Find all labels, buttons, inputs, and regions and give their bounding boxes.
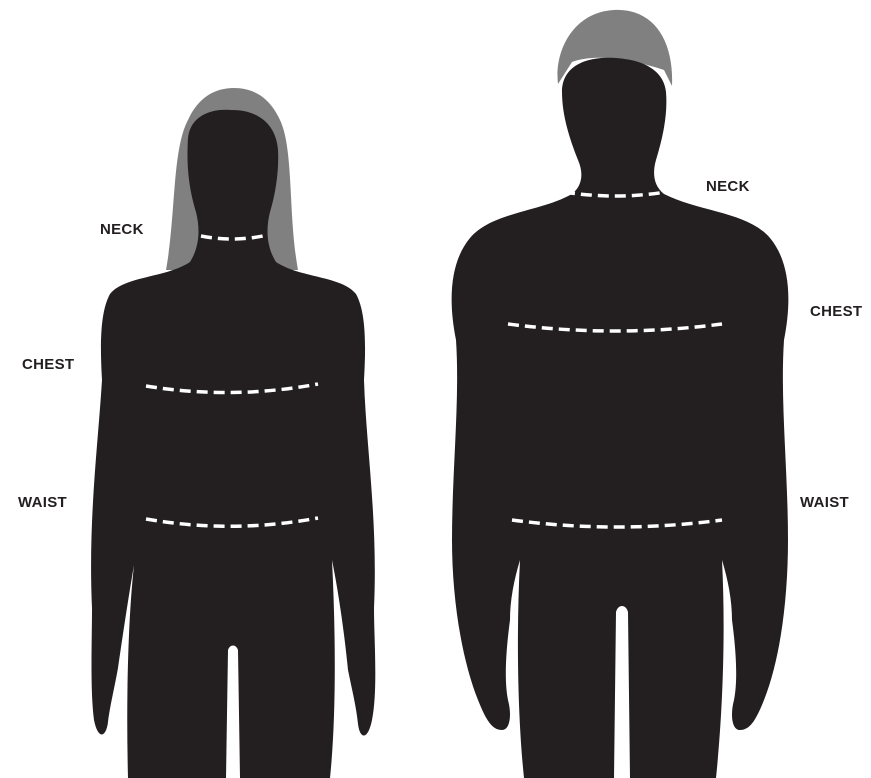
female-figure [91,88,375,778]
male-chest-label: CHEST [810,303,862,320]
female-waist-label: WAIST [18,494,67,511]
male-figure [452,10,789,778]
male-neck-label: NECK [706,178,750,195]
male-waist-label: WAIST [800,494,849,511]
female-chest-label: CHEST [22,356,74,373]
male-silhouette [452,58,789,778]
female-silhouette [91,110,375,778]
female-neck-label: NECK [100,221,144,238]
